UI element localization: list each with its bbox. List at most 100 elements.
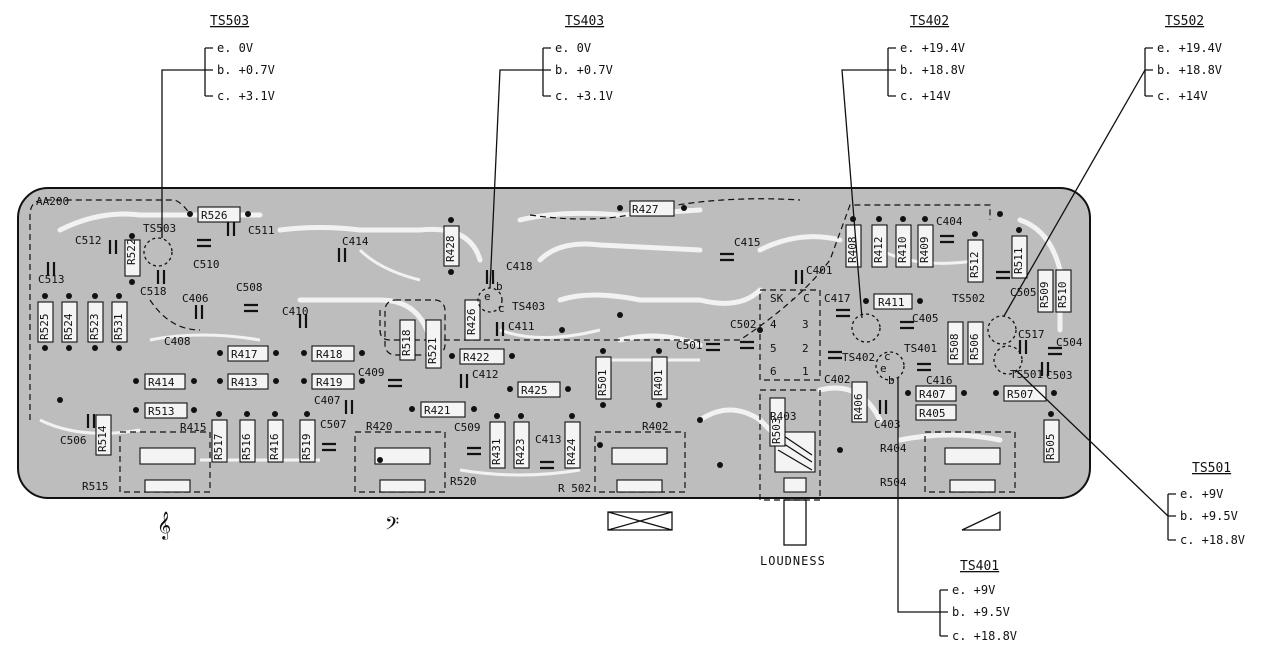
- potentiometer-bodies: [139, 431, 1001, 546]
- label-r520: R520: [450, 475, 477, 488]
- callout-ts402: TS402 e. +19.4V b. +18.8V c. +14V: [900, 14, 965, 103]
- label-r423: R423: [514, 439, 527, 466]
- dashed-outlines: [29, 198, 1016, 501]
- callout-title: TS501: [1192, 461, 1231, 476]
- label-r531: R531: [112, 314, 125, 341]
- label-c518: C518: [140, 285, 167, 298]
- label-r401: R401: [652, 370, 665, 397]
- collector-voltage: c. +3.1V: [555, 89, 613, 103]
- label-r519: R519: [300, 434, 313, 461]
- callout-title: TS502: [1165, 14, 1204, 29]
- label-pin-1: 1: [802, 365, 809, 378]
- label-c507: C507: [320, 418, 347, 431]
- label-r503: R503: [770, 418, 783, 445]
- emitter-voltage: e. +9V: [952, 583, 995, 597]
- callout-ts501: TS501 e. +9V b. +9.5V c. +18.8V: [1180, 461, 1245, 547]
- label-sk-c: SK - C: [770, 292, 810, 305]
- label-r403: R403: [770, 410, 797, 423]
- label-r506: R506: [968, 334, 981, 361]
- label-r427: R427: [632, 203, 659, 216]
- label-c404: C404: [936, 215, 963, 228]
- label-r404: R404: [880, 442, 907, 455]
- label-c416: C416: [926, 374, 953, 387]
- label-pin-6: 6: [770, 365, 777, 378]
- label-c413: C413: [535, 433, 562, 446]
- label-pin-c: c: [884, 350, 891, 363]
- label-c512: C512: [75, 234, 102, 247]
- label-c401: C401: [806, 264, 833, 277]
- emitter-voltage: e. +19.4V: [1157, 41, 1222, 55]
- label-c418: C418: [506, 260, 533, 273]
- label-c511: C511: [248, 224, 275, 237]
- label-r526: R526: [201, 209, 228, 222]
- label-c509: C509: [454, 421, 481, 434]
- callout-title: TS503: [210, 14, 249, 29]
- label-r523: R523: [88, 314, 101, 341]
- label-c414: C414: [342, 235, 369, 248]
- label-ts501: TS501: [1010, 368, 1043, 381]
- label-r507: R507: [1007, 388, 1034, 401]
- label-c412: C412: [472, 368, 499, 381]
- label-r412: R412: [872, 237, 885, 264]
- volume-icon: [961, 510, 1001, 531]
- label-r402: R402: [642, 420, 669, 433]
- balance-icon: [607, 511, 673, 531]
- collector-voltage: c. +18.8V: [952, 629, 1017, 643]
- collector-voltage: c. +14V: [1157, 89, 1208, 103]
- callout-ts502: TS502 e. +19.4V b. +18.8V c. +14V: [1157, 14, 1222, 103]
- label-c417: C417: [824, 292, 851, 305]
- label-r513: R513: [148, 405, 175, 418]
- label-r428: R428: [444, 236, 457, 263]
- label-r516: R516: [240, 434, 253, 461]
- label-r411: R411: [878, 296, 905, 309]
- base-voltage: b. +18.8V: [900, 63, 965, 77]
- label-c410: C410: [282, 305, 309, 318]
- label-pin-b: b: [888, 374, 895, 387]
- label-c402: C402: [824, 373, 851, 386]
- circuit-board: [17, 187, 1091, 499]
- label-r501: R501: [596, 370, 609, 397]
- treble-icon: 𝄞: [157, 511, 171, 540]
- label-c508: C508: [236, 281, 263, 294]
- component-labels: AA200 R526 C511 TS503 C512 R522 C510 C51…: [36, 195, 1083, 495]
- label-r517: R517: [212, 434, 225, 461]
- label-c409: C409: [358, 366, 385, 379]
- label-r421: R421: [424, 404, 451, 417]
- label-r425: R425: [521, 384, 548, 397]
- label-ts402: TS402: [842, 351, 875, 364]
- transistors: [143, 237, 1023, 381]
- label-c517: C517: [1018, 328, 1045, 341]
- label-ts403: TS403: [512, 300, 545, 313]
- label-c506: C506: [60, 434, 87, 447]
- callout-title: TS401: [960, 559, 999, 574]
- leader-lines: [161, 47, 1176, 637]
- emitter-voltage: e. 0V: [217, 41, 253, 55]
- label-r414: R414: [148, 376, 175, 389]
- label-ts401: TS401: [904, 342, 937, 355]
- label-r505: R505: [1044, 434, 1057, 461]
- label-c403: C403: [874, 418, 901, 431]
- callout-title: TS402: [910, 14, 949, 29]
- label-pin-3: 3: [802, 318, 809, 331]
- label-r518: R518: [400, 330, 413, 357]
- label-c501: C501: [676, 339, 703, 352]
- control-symbols: 𝄞 𝄢 LOUDNESS: [157, 510, 1001, 568]
- label-pin-2: 2: [802, 342, 809, 355]
- label-c505: C505: [1010, 286, 1037, 299]
- callout-ts401: TS401 e. +9V b. +9.5V c. +18.8V: [952, 559, 1017, 643]
- label-pin-c: c: [498, 302, 505, 315]
- label-r406: R406: [852, 394, 865, 421]
- component-bodies: [37, 200, 1072, 469]
- label-c503: C503: [1046, 369, 1073, 382]
- label-c513: C513: [38, 273, 65, 286]
- label-c502: C502: [730, 318, 757, 331]
- label-r509: R509: [1038, 282, 1051, 309]
- emitter-voltage: e. +19.4V: [900, 41, 965, 55]
- label-r408: R408: [846, 237, 859, 264]
- label-r514: R514: [96, 425, 109, 452]
- label-r424: R424: [565, 438, 578, 465]
- label-r422: R422: [463, 351, 490, 364]
- base-voltage: b. +0.7V: [555, 63, 613, 77]
- label-r511: R511: [1012, 248, 1025, 275]
